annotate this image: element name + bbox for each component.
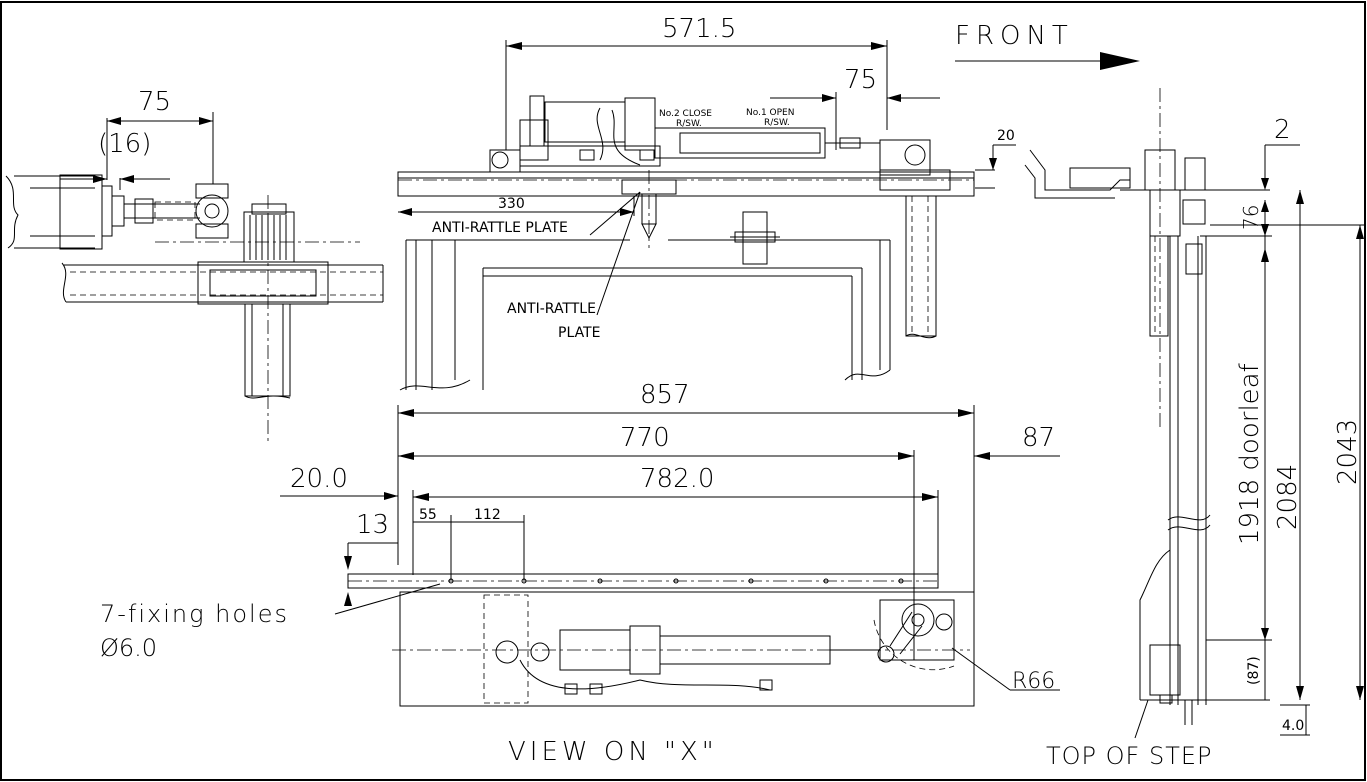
- dim-87: 87: [1022, 423, 1055, 453]
- dim-55: 55: [419, 507, 437, 523]
- dim-857: 857: [640, 380, 690, 410]
- dim-330: 330: [498, 196, 525, 212]
- top-elevation-view: [397, 40, 1140, 391]
- left-detail-view: [5, 112, 384, 442]
- dim-4-0: 4.0: [1282, 718, 1304, 734]
- dim-112: 112: [474, 507, 501, 523]
- dim-75-left: 75: [138, 87, 171, 117]
- anti-rattle-label-2b: PLATE: [558, 325, 600, 341]
- view-x-label: VIEW ON "X": [508, 737, 718, 767]
- dim-782-0: 782.0: [640, 464, 714, 494]
- dim-2084: 2084: [1273, 464, 1303, 530]
- dim-1918-doorleaf: 1918 doorleaf: [1235, 362, 1265, 545]
- dim-571-5: 571.5: [662, 14, 736, 44]
- dim-13: 13: [356, 510, 389, 540]
- open-switch-label-2: R/SW.: [764, 118, 790, 128]
- front-label: FRONT: [955, 21, 1074, 51]
- anti-rattle-plate-label-1: ANTI-RATTLE PLATE: [432, 220, 568, 236]
- dim-76: 76: [1239, 205, 1263, 230]
- dim-16: (16): [98, 129, 151, 159]
- close-switch-label-2: R/SW.: [676, 119, 702, 129]
- close-switch-label-1: No.2 CLOSE: [659, 109, 712, 119]
- top-of-step-label: TOP OF STEP: [1046, 742, 1213, 770]
- fixing-holes-label: 7-fixing holes: [100, 600, 289, 628]
- dim-2043: 2043: [1333, 419, 1363, 485]
- dim-20-top: 20: [997, 128, 1015, 144]
- open-switch-label-1: No.1 OPEN: [746, 108, 794, 118]
- dim-20-0: 20.0: [290, 464, 348, 494]
- plan-view: [280, 405, 1060, 707]
- side-view: [1024, 88, 1366, 739]
- dim-2: 2: [1274, 115, 1291, 145]
- hole-diameter-label: Ø6.0: [100, 634, 157, 662]
- anti-rattle-label-2a: ANTI-RATTLE: [507, 301, 596, 317]
- dim-87-paren: (87): [1246, 656, 1262, 685]
- dim-75-top: 75: [844, 65, 877, 95]
- radius-label: R66: [1012, 669, 1055, 694]
- dim-770: 770: [620, 423, 670, 453]
